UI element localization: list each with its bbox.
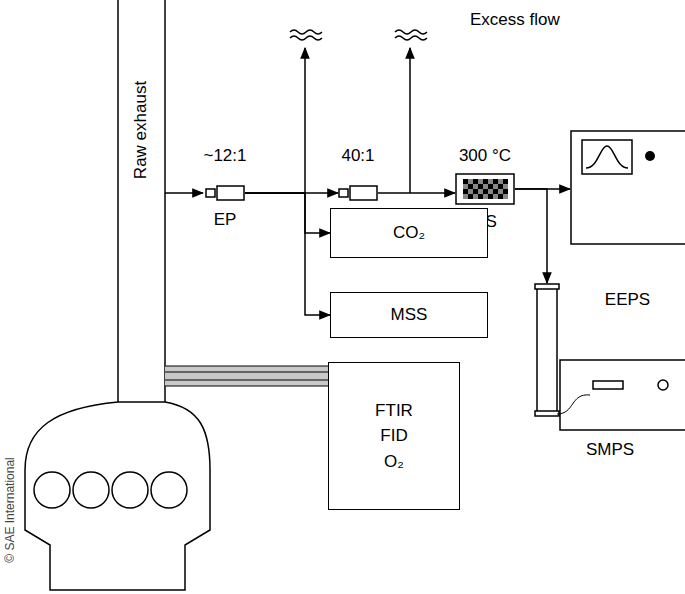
ep-symbol [338, 185, 378, 201]
analyzer-box: FTIR FID O₂ [328, 362, 460, 510]
analyzer-box: CO₂ [330, 208, 488, 258]
annotation-label: ~12:1 [203, 146, 246, 166]
eeps-symbol [570, 130, 685, 245]
smps-instrument: SMPS [535, 283, 685, 433]
flow-connector [245, 193, 330, 315]
exhaust-pipe [118, 0, 165, 402]
annotation-label: © SAE International [3, 457, 17, 563]
component-label: EP [214, 209, 237, 230]
box-label: MSS [391, 304, 428, 325]
flow-connector [245, 193, 330, 233]
catalytic-stripper: CS [455, 173, 515, 205]
flow-connector [515, 189, 547, 283]
annotation-label: 300 °C [459, 146, 511, 166]
smps-symbol [535, 283, 685, 433]
box-label: FTIR FID O₂ [375, 398, 413, 475]
annotation-label: Excess flow [470, 10, 560, 30]
sampling-lines [165, 366, 328, 386]
cs-symbol [455, 173, 515, 205]
component-label: EEPS [605, 289, 650, 310]
annotation-label: 40:1 [341, 146, 374, 166]
engine [25, 402, 210, 590]
excess-flow-arrow [290, 30, 427, 193]
sample-line [165, 192, 203, 194]
ep-symbol [205, 185, 245, 201]
ejector-pump: EP [205, 185, 245, 201]
component-label: SMPS [586, 439, 634, 460]
flow-connector [378, 192, 455, 194]
eeps-instrument: EEPS [570, 130, 685, 245]
analyzer-box: MSS [330, 292, 488, 338]
annotation-label: Raw exhaust [131, 81, 151, 179]
box-label: CO₂ [393, 222, 425, 243]
ejector-pump: EP [338, 185, 378, 201]
